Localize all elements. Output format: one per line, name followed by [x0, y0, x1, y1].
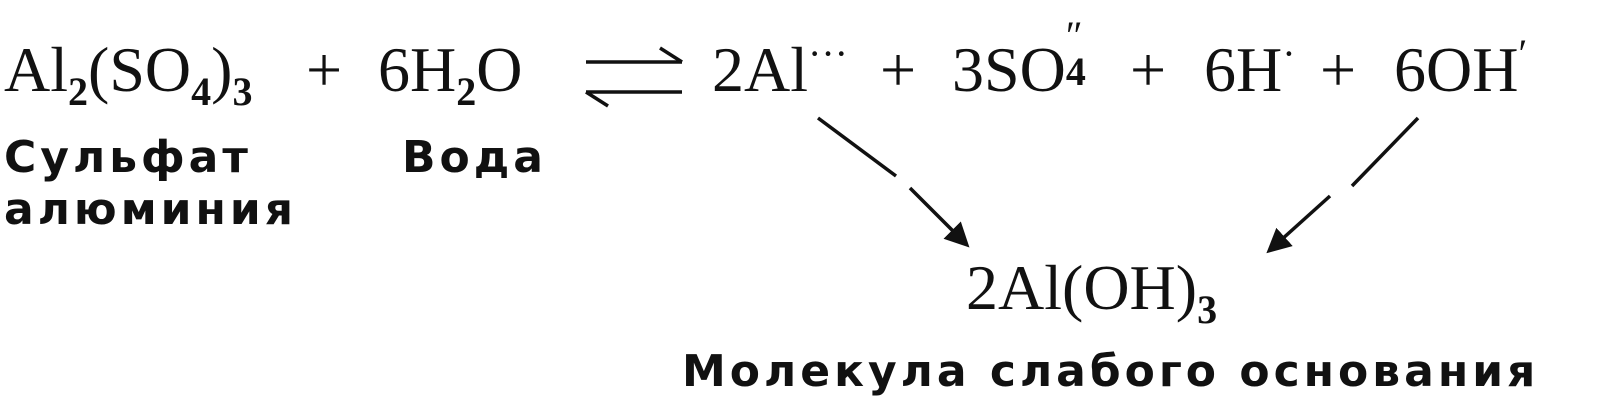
plus-sign: + [306, 34, 343, 105]
plus-sign: + [1320, 34, 1357, 105]
label-water: Вода [402, 132, 547, 183]
ion-aluminium: 2Al··· [712, 31, 848, 105]
reactant-water: 6H2O [378, 34, 523, 114]
label-aluminium-sulfate-line2: алюминия [4, 184, 297, 235]
ion-hydrogen: 6H· [1204, 31, 1296, 105]
plus-sign: + [880, 34, 917, 105]
reactant-aluminium-sulfate: Al2(SO4)3 [4, 34, 253, 114]
label-weak-base-molecule: Молекула слабого основания [682, 346, 1540, 397]
equilibrium-arrow-icon [585, 46, 683, 108]
arrow-al-to-product-icon [816, 116, 970, 248]
ion-sulfate: 3SO″4 [952, 13, 1086, 105]
ion-hydroxide: 6OH′ [1394, 31, 1528, 105]
label-aluminium-sulfate-line1: Сульфат [4, 132, 252, 183]
arrow-oh-to-product-icon [1266, 116, 1420, 254]
product-aluminium-hydroxide: 2Al(OH)3 [966, 252, 1218, 332]
plus-sign: + [1130, 34, 1167, 105]
